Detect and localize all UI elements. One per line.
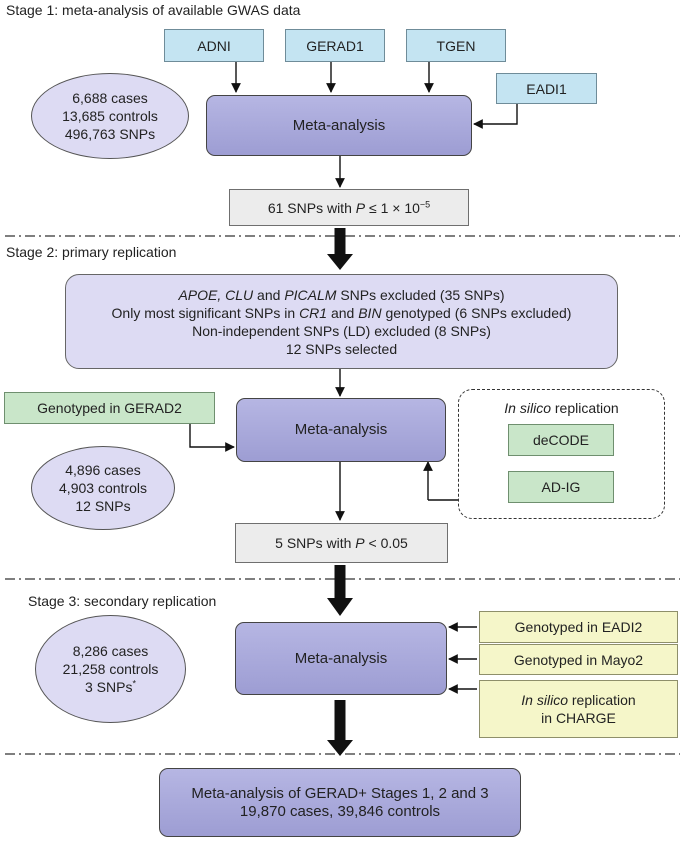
in-silico-suffix: replication (550, 400, 619, 416)
dataset-eadi1: EADI1 (496, 73, 597, 104)
arrow-eadi1 (473, 103, 518, 129)
dataset-gerad1: GERAD1 (285, 29, 385, 62)
stage1-result-p: P (355, 199, 366, 216)
and-text-2: and (327, 304, 359, 321)
selection-line3: Non-independent SNPs (LD) excluded (8 SN… (192, 322, 491, 339)
stage1-result-exp: −5 (419, 198, 431, 209)
stage2-result-prefix: 5 SNPs with (275, 535, 356, 551)
stage2-cases: 4,896 cases (65, 462, 141, 478)
stage2-meta-analysis: Meta-analysis (236, 398, 446, 462)
stage1-label: Stage 1: meta-analysis of available GWAS… (6, 2, 301, 18)
genotyped-eadi2: Genotyped in EADI2 (479, 611, 678, 643)
stage2-sample-ellipse: 4,896 cases 4,903 controls 12 SNPs (31, 446, 175, 530)
dataset-tgen: TGEN (406, 29, 506, 62)
stage1-cases: 6,688 cases (72, 90, 148, 106)
stage1-meta-analysis: Meta-analysis (206, 95, 472, 156)
charge-suffix: replication (567, 692, 636, 708)
stage1-result-prefix: 61 SNPs with (267, 199, 356, 216)
stage3-cases: 8,286 cases (72, 643, 149, 659)
final-meta-analysis: Meta-analysis of GERAD+ Stages 1, 2 and … (159, 768, 521, 837)
stage1-sample-ellipse: 6,688 cases 13,685 controls 496,763 SNPs (31, 73, 189, 159)
thick-arrow-stage2 (327, 254, 353, 270)
in-silico-italic: In silico (504, 400, 551, 416)
and-text: and (253, 286, 285, 303)
dataset-adni: ADNI (164, 29, 264, 62)
stage1-result: 61 SNPs with P ≤ 1 × 10−5 (229, 189, 469, 226)
in-silico-decode: deCODE (508, 424, 614, 456)
stage3-meta-analysis: Meta-analysis (235, 622, 447, 695)
stage2-result: 5 SNPs with P < 0.05 (235, 523, 448, 563)
thick-arrow-final (327, 740, 353, 756)
stage3-snps-note: * (132, 678, 136, 689)
selection-line4: 12 SNPs selected (285, 340, 398, 357)
genotyped-mayo2: Genotyped in Mayo2 (479, 644, 678, 675)
genotyped-gerad2: Genotyped in GERAD2 (4, 392, 215, 424)
gene-picalm: PICALM (284, 286, 337, 303)
stage2-selection-box: APOE, CLU and PICALM SNPs excluded (35 S… (65, 274, 618, 369)
excluded-6: genotyped (6 SNPs excluded) (381, 304, 572, 321)
selection-line1: APOE, CLU and PICALM SNPs excluded (35 S… (178, 286, 504, 304)
stage3-snps: 3 SNPs (85, 679, 133, 695)
only-most-significant: Only most significant SNPs in (111, 304, 300, 321)
final-line1: Meta-analysis of GERAD+ Stages 1, 2 and … (191, 784, 489, 802)
selection-line2: Only most significant SNPs in CR1 and BI… (112, 304, 572, 322)
in-silico-title: In silico replication (459, 400, 664, 416)
charge-italic: In silico (521, 692, 568, 708)
excluded-35: SNPs excluded (35 SNPs) (336, 286, 505, 303)
charge-line2: in CHARGE (541, 710, 616, 726)
stage1-snps: 496,763 SNPs (64, 126, 156, 142)
stage3-sample-ellipse: 8,286 cases 21,258 controls 3 SNPs* (35, 615, 186, 723)
stage3-controls: 21,258 controls (62, 661, 159, 677)
gene-bin: BIN (358, 304, 382, 321)
in-silico-ad-ig: AD-IG (508, 471, 614, 503)
thick-arrow-stage3 (327, 598, 353, 616)
stage2-result-p: P (355, 535, 365, 551)
genes-apoe-clu: APOE, CLU (178, 286, 254, 303)
gene-cr1: CR1 (299, 304, 328, 321)
in-silico-charge: In silico replication in CHARGE (479, 680, 678, 738)
arrow-gerad2 (189, 424, 235, 452)
stage2-label: Stage 2: primary replication (6, 244, 177, 260)
stage1-result-mid: ≤ 1 × 10 (365, 199, 420, 216)
stage1-controls: 13,685 controls (62, 108, 158, 124)
charge-line1: In silico replication (521, 691, 635, 709)
stage3-label: Stage 3: secondary replication (28, 593, 217, 609)
stage2-snps: 12 SNPs (75, 498, 131, 514)
final-line2: 19,870 cases, 39,846 controls (239, 802, 441, 820)
stage2-controls: 4,903 controls (59, 480, 147, 496)
stage2-result-suffix: < 0.05 (364, 535, 408, 551)
